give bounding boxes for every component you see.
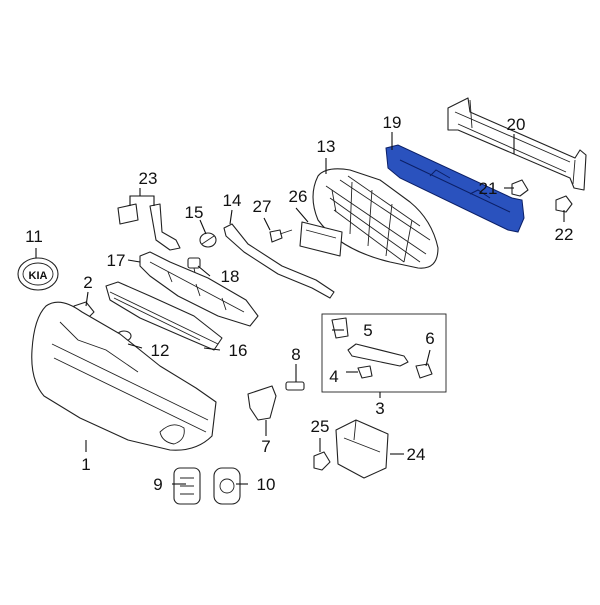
part-22-nut — [555, 195, 573, 213]
part-11-emblem: KIA — [17, 257, 59, 291]
callout-9: 9 — [153, 475, 162, 494]
part-25-nut — [313, 451, 331, 471]
part-20-reinforcement-beam — [447, 97, 587, 191]
callout-7: 7 — [261, 437, 270, 456]
part-19-energy-absorber — [385, 144, 525, 233]
callout-4: 4 — [329, 367, 338, 386]
callout-3: 3 — [375, 399, 384, 418]
callout-15: 15 — [185, 203, 204, 222]
callout-17: 17 — [107, 251, 126, 270]
callout-23: 23 — [139, 169, 158, 188]
callout-27: 27 — [253, 197, 272, 216]
part-1-bumper-cover — [31, 301, 217, 451]
emblem-logo-text: KIA — [29, 270, 48, 282]
callout-12: 12 — [151, 341, 170, 360]
part-9-lower-insert — [173, 467, 201, 505]
part-7-bracket — [247, 385, 277, 421]
part-14-trim-strip — [223, 223, 335, 299]
callout-1: 1 — [81, 455, 90, 474]
part-15-clip — [199, 232, 217, 248]
callout-16: 16 — [229, 341, 248, 360]
callout-20: 20 — [507, 115, 526, 134]
callout-8: 8 — [291, 345, 300, 364]
callout-22: 22 — [555, 225, 574, 244]
part-17-upper-deflector — [139, 251, 259, 327]
callout-14: 14 — [223, 191, 242, 210]
part-10-fog-cover — [213, 467, 241, 505]
callout-24: 24 — [407, 445, 426, 464]
callout-5: 5 — [363, 321, 372, 340]
callout-11: 11 — [25, 227, 43, 246]
part-13-grille — [312, 168, 439, 269]
callout-25: 25 — [311, 417, 330, 436]
callout-18: 18 — [221, 267, 240, 286]
part-21-bolt — [511, 179, 529, 197]
leader-lines — [35, 132, 565, 485]
callout-13: 13 — [317, 137, 336, 156]
part-26-plate-bracket — [299, 221, 343, 257]
callout-19: 19 — [383, 113, 402, 132]
part-23-brackets — [117, 203, 181, 251]
part-16-lower-grille — [105, 281, 223, 351]
callout-26: 26 — [289, 187, 308, 206]
callout-6: 6 — [425, 329, 434, 348]
callout-10: 10 — [257, 475, 276, 494]
part-8-bolt — [285, 381, 305, 391]
callout-2: 2 — [83, 273, 92, 292]
part-27-screw — [269, 229, 293, 243]
part-24-sensor-module — [335, 419, 389, 479]
callout-labels: 1 2 3 4 5 6 7 8 9 10 11 12 13 14 15 16 1… — [25, 113, 573, 494]
callout-21: 21 — [479, 179, 498, 198]
part-3-bracket-kit — [321, 313, 447, 393]
